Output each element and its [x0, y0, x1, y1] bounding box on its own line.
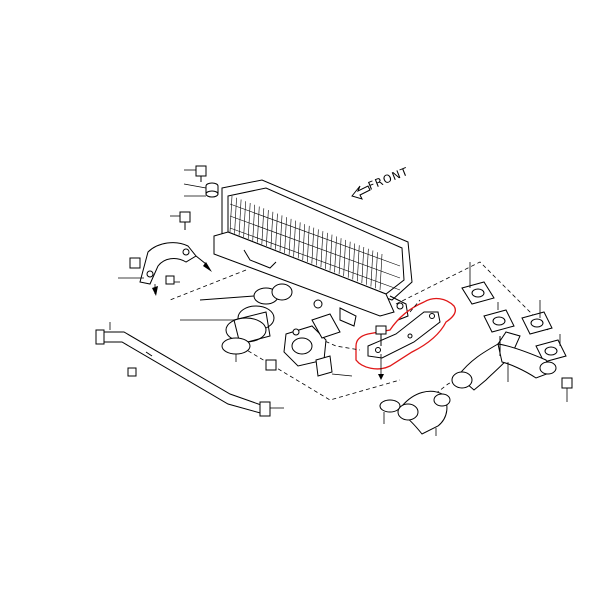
- intercooler-fin: [375, 252, 378, 289]
- intercooler-fin: [270, 211, 274, 248]
- intercooler-fin: [366, 248, 369, 285]
- lower-elbow-pipe: [379, 390, 451, 436]
- right-gaskets: [461, 262, 567, 363]
- intercooler-fin: [234, 197, 237, 234]
- bracket-bolt: [375, 325, 387, 380]
- inlet-duct-clamps: [180, 283, 293, 362]
- front-label: FRONT: [366, 165, 410, 193]
- intercooler-fin-row: [229, 227, 401, 291]
- intercooler-fin: [306, 225, 310, 262]
- intercooler-core: [213, 179, 413, 327]
- intercooler-fin: [247, 203, 251, 240]
- intercooler-fin: [243, 201, 246, 238]
- left-mounting-bracket: [118, 242, 212, 296]
- top-bolt-stack: [170, 165, 219, 230]
- intercooler-fin: [256, 206, 260, 243]
- intercooler-fin: [288, 218, 292, 255]
- intercooler-fin: [284, 217, 287, 254]
- intercooler-fin: [302, 224, 306, 261]
- intercooler-fin-row: [229, 203, 401, 267]
- intercooler-fin: [261, 208, 265, 245]
- intercooler-fin: [279, 215, 283, 252]
- front-direction-indicator: FRONT: [351, 165, 411, 200]
- intercooler-fin: [229, 195, 233, 233]
- intercooler-fin: [293, 220, 296, 257]
- intercooler-fin: [275, 213, 278, 250]
- intercooler-fin: [370, 250, 374, 287]
- intercooler-fin: [311, 227, 315, 264]
- intercooler-fin: [297, 222, 301, 259]
- intercooler-fin: [379, 253, 383, 291]
- y-pipe: [451, 331, 573, 402]
- reinforcement-bracket: [367, 311, 441, 359]
- intercooler-fin: [266, 210, 269, 247]
- intercooler-fin: [238, 199, 242, 236]
- bypass-pipe: [95, 322, 284, 417]
- throttle-body: [265, 313, 353, 377]
- intercooler-fin-row: [229, 215, 401, 279]
- intercooler-fin: [252, 204, 256, 241]
